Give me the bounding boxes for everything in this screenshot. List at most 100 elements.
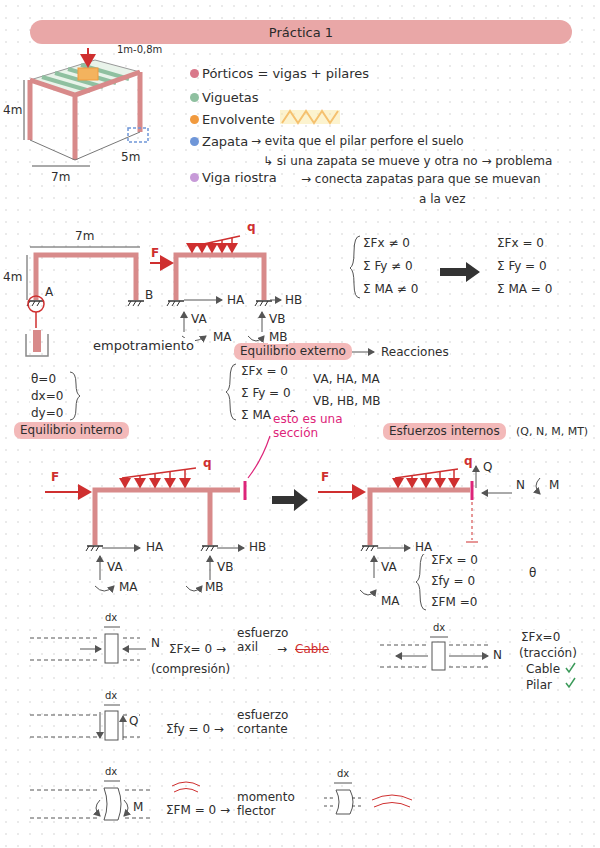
dimension: 1m-0,8m: [116, 44, 163, 56]
reaction-label: VB: [268, 312, 286, 326]
legend-dot: [190, 93, 199, 102]
force-label: F: [50, 470, 60, 484]
note: Cable: [294, 642, 330, 656]
heading-text: Esfuerzos internos: [389, 424, 500, 439]
equation: ΣFM = 0 →: [165, 803, 231, 817]
title-text: Práctica 1: [269, 25, 333, 40]
legend-dot: [190, 115, 199, 124]
note: Reacciones: [380, 345, 450, 359]
dimension: 5m: [120, 150, 141, 164]
legend-text: Viguetas: [202, 90, 259, 105]
equation: Σ MA ≠ 0: [362, 282, 419, 296]
dimension: 4m: [2, 103, 23, 117]
reaction-label: HB: [248, 540, 267, 554]
frame-3: [45, 436, 270, 591]
support-name: B: [144, 288, 154, 302]
reaction-label: VB: [216, 560, 234, 574]
note: θ: [528, 566, 537, 580]
heading-text: Equilibrio externo: [240, 344, 346, 359]
title-band: Práctica 1: [30, 20, 572, 44]
note: a la vez: [418, 192, 466, 206]
note: esfuerzo cortante: [236, 708, 300, 736]
equation: Σ Fy ≠ 0: [362, 259, 414, 273]
equation: Σfy = 0 →: [165, 722, 225, 736]
reaction-label: MA: [380, 594, 401, 608]
legend-dot: [190, 69, 199, 78]
load-label: q: [202, 456, 213, 470]
equation: ΣFx= 0 →: [168, 642, 227, 656]
note: momento flector: [236, 790, 298, 818]
equation: Σ Fy = 0: [496, 259, 548, 273]
highlight-heading: Equilibrio interno: [14, 422, 129, 439]
legend-dot: [190, 137, 199, 146]
internal-force: N: [492, 648, 503, 662]
reaction-label: MA: [118, 580, 139, 594]
note: empotramiento: [92, 338, 195, 353]
note: → conecta zapatas para que se muevan: [300, 172, 542, 186]
force-label: F: [320, 470, 330, 484]
element-sketches: [30, 627, 575, 820]
internal-force: M: [548, 478, 560, 492]
reaction-label: MA: [212, 330, 233, 344]
dimension: 4m: [2, 270, 23, 284]
reaction-label: VA: [106, 560, 124, 574]
frame-1: [26, 247, 144, 420]
dimension: dx: [104, 766, 118, 778]
reaction-label: HA: [145, 540, 164, 554]
note: (tracción): [518, 646, 578, 660]
dimension: dx: [432, 622, 446, 634]
frame-2: [150, 236, 281, 341]
legend-dot: [190, 173, 199, 182]
equation: ΣFx = 0: [430, 553, 479, 567]
load-label: q: [463, 454, 474, 468]
note: (compresión): [150, 662, 231, 676]
equation: ΣFx = 0: [240, 364, 289, 378]
reaction-label: VA: [380, 560, 398, 574]
support-name: A: [44, 285, 54, 299]
equation: ΣFx=0: [520, 630, 561, 644]
frame-4: [318, 466, 540, 610]
condition: θ=0: [30, 372, 57, 386]
note: Pilar: [525, 678, 553, 692]
condition: dx=0: [30, 389, 64, 403]
dimension: dx: [104, 612, 118, 624]
heading-text: Equilibrio interno: [20, 423, 123, 438]
note: → evita que el pilar perfore el suelo: [250, 134, 465, 148]
load-label: q: [246, 220, 257, 234]
internal-force: N: [515, 478, 526, 492]
legend-text: Envolvente: [202, 112, 275, 127]
dimension: 7m: [74, 229, 95, 243]
legend-text: Zapata: [202, 134, 248, 149]
note: (Q, N, M, MT): [515, 425, 589, 438]
internal-force: Q: [128, 714, 139, 728]
reaction-label: HB: [284, 293, 303, 307]
equation: ΣFx = 0: [496, 236, 545, 250]
reaction-label: HA: [226, 293, 245, 307]
reaction-label: HA: [414, 540, 433, 554]
equation: Σfy = 0: [430, 574, 476, 588]
force-label: F: [150, 246, 160, 260]
dimension: dx: [104, 690, 118, 702]
reaction-label: MB: [204, 580, 225, 594]
note: →: [276, 642, 288, 656]
building-sketch: [24, 48, 148, 166]
equation: ΣFx ≠ 0: [362, 236, 411, 250]
highlight-heading: Esfuerzos internos: [383, 423, 506, 440]
internal-force: M: [132, 800, 144, 814]
note: ↳ si una zapata se mueve y otra no → pro…: [262, 154, 553, 168]
dimension: dx: [336, 768, 350, 780]
note: Cable: [525, 662, 561, 676]
condition: dy=0: [30, 406, 64, 420]
section-note: esto es una sección: [272, 412, 354, 440]
reaction-label: VA: [190, 312, 208, 326]
unknowns: VA, HA, MA: [312, 372, 381, 386]
internal-force: N: [150, 636, 161, 650]
equation: Σ MA = 0: [496, 282, 553, 296]
reaction-label: MB: [268, 330, 289, 344]
highlight-heading: Equilibrio externo: [234, 343, 352, 360]
legend-text: Viga riostra: [202, 170, 277, 185]
unknowns: VB, HB, MB: [312, 394, 382, 408]
equation: ΣFM =0: [430, 595, 478, 609]
equation: Σ Fy = 0: [240, 386, 292, 400]
legend-text: Pórticos = vigas + pilares: [202, 66, 369, 81]
